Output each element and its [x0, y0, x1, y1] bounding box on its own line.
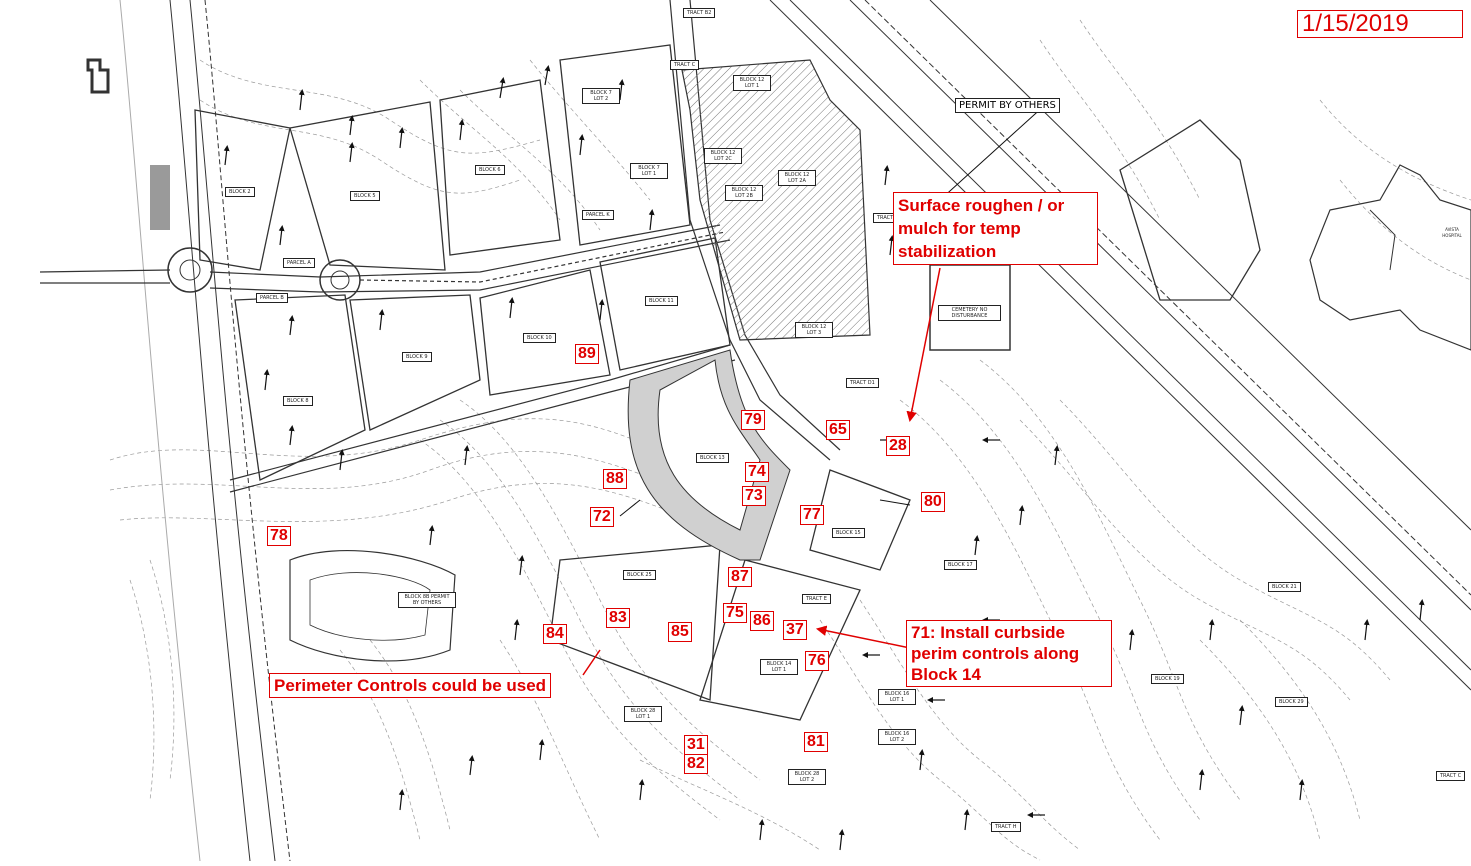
marker-77: 77	[800, 505, 824, 525]
marker-72: 72	[590, 507, 614, 527]
label-parcel-k: PARCEL K	[582, 210, 614, 220]
label-block28-lot1: BLOCK 28 LOT 1	[624, 706, 662, 722]
marker-78: 78	[267, 526, 291, 546]
note-curbside-line3: Block 14	[911, 665, 981, 684]
label-block7-lot2: BLOCK 7 LOT 2	[582, 88, 620, 104]
label-parcel-b: PARCEL B	[256, 293, 288, 303]
marker-82: 82	[684, 754, 708, 774]
marker-75: 75	[723, 603, 747, 623]
permit-by-others-label: PERMIT BY OTHERS	[955, 98, 1060, 113]
label-block16-lot2: BLOCK 16 LOT 2	[878, 729, 916, 745]
east-west-road	[39, 224, 731, 293]
label-tract-c2: TRACT C	[1436, 771, 1466, 781]
block-8b-outline	[289, 549, 456, 662]
marker-81: 81	[804, 732, 828, 752]
label-block12-lot2a: BLOCK 12 LOT 2A	[778, 170, 816, 186]
label-block12-lot2c: BLOCK 12 LOT 2C	[704, 148, 742, 164]
main-road	[119, 0, 291, 862]
marker-28: 28	[886, 436, 910, 456]
label-tract-b2: TRACT B2	[683, 8, 716, 18]
label-hospital: AVISTA HOSPITAL	[1442, 227, 1462, 238]
gray-pad	[150, 165, 170, 230]
hospital-outline	[1309, 164, 1471, 351]
label-block9: BLOCK 9	[402, 352, 432, 362]
marker-37: 37	[783, 620, 807, 640]
marker-73: 73	[742, 486, 766, 506]
roundabout-west	[167, 247, 213, 293]
marker-79: 79	[741, 410, 765, 430]
label-block19: BLOCK 19	[1151, 674, 1184, 684]
label-block5: BLOCK 5	[350, 191, 380, 201]
label-block10: BLOCK 10	[523, 333, 556, 343]
marker-87: 87	[728, 567, 752, 587]
label-block25: BLOCK 25	[623, 570, 656, 580]
marker-65: 65	[826, 420, 850, 440]
marker-86: 86	[750, 611, 774, 631]
drainage-arrows	[223, 65, 1425, 851]
marker-74: 74	[745, 462, 769, 482]
label-block29: BLOCK 29	[1275, 697, 1308, 707]
label-block11: BLOCK 11	[645, 296, 678, 306]
marker-84: 84	[543, 624, 567, 644]
label-block8: BLOCK 8	[283, 396, 313, 406]
marker-80: 80	[921, 492, 945, 512]
marker-85: 85	[668, 622, 692, 642]
label-block12-lot3: BLOCK 12 LOT 3	[795, 322, 833, 338]
label-block12-lot2b: BLOCK 12 LOT 2B	[725, 185, 763, 201]
label-tract-c: TRACT C	[670, 60, 700, 70]
label-block13: BLOCK 13	[696, 453, 729, 463]
contour-lines	[109, 19, 1471, 861]
label-block12-lot1: BLOCK 12 LOT 1	[733, 75, 771, 91]
label-tract-h: TRACT H	[991, 822, 1021, 832]
label-block17: BLOCK 17	[944, 560, 977, 570]
note-curbside-line1: 71: Install curbside	[911, 623, 1065, 642]
label-block16-lot1: BLOCK 16 LOT 1	[878, 689, 916, 705]
label-block2: BLOCK 2	[225, 187, 255, 197]
note-perimeter-controls: Perimeter Controls could be used	[269, 673, 552, 698]
label-block8b: BLOCK 8B PERMIT BY OTHERS	[398, 592, 456, 608]
date-stamp: 1/15/2019	[1297, 10, 1463, 38]
label-cemetery: CEMETERY NO DISTURBANCE	[938, 305, 1001, 321]
marker-89: 89	[575, 344, 599, 364]
note-surface-roughen: Surface roughen / or mulch for temp stab…	[893, 192, 1098, 265]
marker-76: 76	[805, 651, 829, 671]
label-block6: BLOCK 6	[475, 165, 505, 175]
label-block14-lot1: BLOCK 14 LOT 1	[760, 659, 798, 675]
highway	[769, 0, 1471, 691]
markup-leaders	[582, 267, 941, 676]
label-tract-e: TRACT E	[802, 594, 831, 604]
note-curbside-controls: 71: Install curbside perim controls alon…	[906, 620, 1112, 687]
label-block21: BLOCK 21	[1268, 582, 1301, 592]
label-block15: BLOCK 15	[832, 528, 865, 538]
note-curbside-line2: perim controls along	[911, 644, 1080, 663]
block-outlines	[194, 44, 1261, 721]
marker-83: 83	[606, 608, 630, 628]
label-block28-lot2: BLOCK 28 LOT 2	[788, 769, 826, 785]
label-tract-d1: TRACT D1	[846, 378, 879, 388]
building-outline	[86, 58, 110, 94]
label-parcel-a: PARCEL A	[283, 258, 315, 268]
block-12-hatched	[681, 59, 871, 341]
marker-31: 31	[684, 735, 708, 755]
label-block7-lot1: BLOCK 7 LOT 1	[630, 163, 668, 179]
marker-88: 88	[603, 469, 627, 489]
